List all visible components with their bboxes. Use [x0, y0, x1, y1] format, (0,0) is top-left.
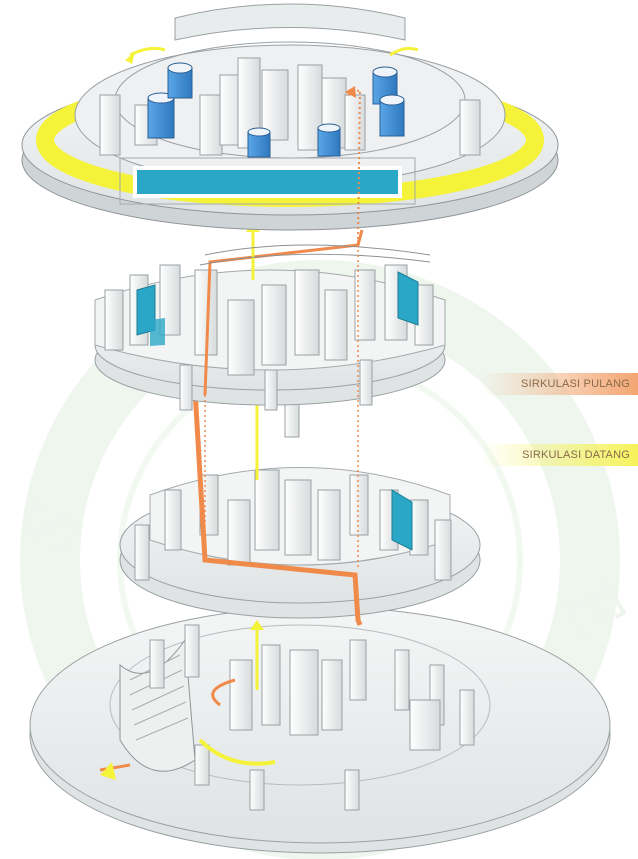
top-towers [99, 57, 481, 156]
curved-arrow-icon [129, 46, 166, 57]
legend-pulang-label: SIRKULASI PULANG [521, 378, 630, 390]
curved-arrow-icon [345, 86, 356, 98]
route-pulang-ground [99, 763, 131, 772]
floor-level-ground [29, 606, 611, 854]
route-datang-ground [198, 738, 276, 766]
water-tanks [147, 62, 405, 158]
floor-level-2 [94, 222, 446, 411]
teal-panel-top [133, 166, 402, 198]
floor-level-3 [119, 389, 481, 690]
legend-sirkulasi-datang: SIRKULASI DATANG [482, 444, 638, 466]
floor-level-top [21, 3, 559, 241]
up-arrow-icon [100, 762, 116, 780]
up-arrow-icon [250, 620, 264, 630]
ground-columns [149, 624, 475, 811]
legend-sirkulasi-pulang: SIRKULASI PULANG [482, 373, 638, 395]
legend-datang-label: SIRKULASI DATANG [522, 449, 630, 461]
teal-panel-level3 [391, 489, 413, 551]
level3-walls [134, 394, 452, 581]
route-pulang-level2 [203, 229, 364, 396]
route-pulang-level3 [192, 389, 363, 626]
